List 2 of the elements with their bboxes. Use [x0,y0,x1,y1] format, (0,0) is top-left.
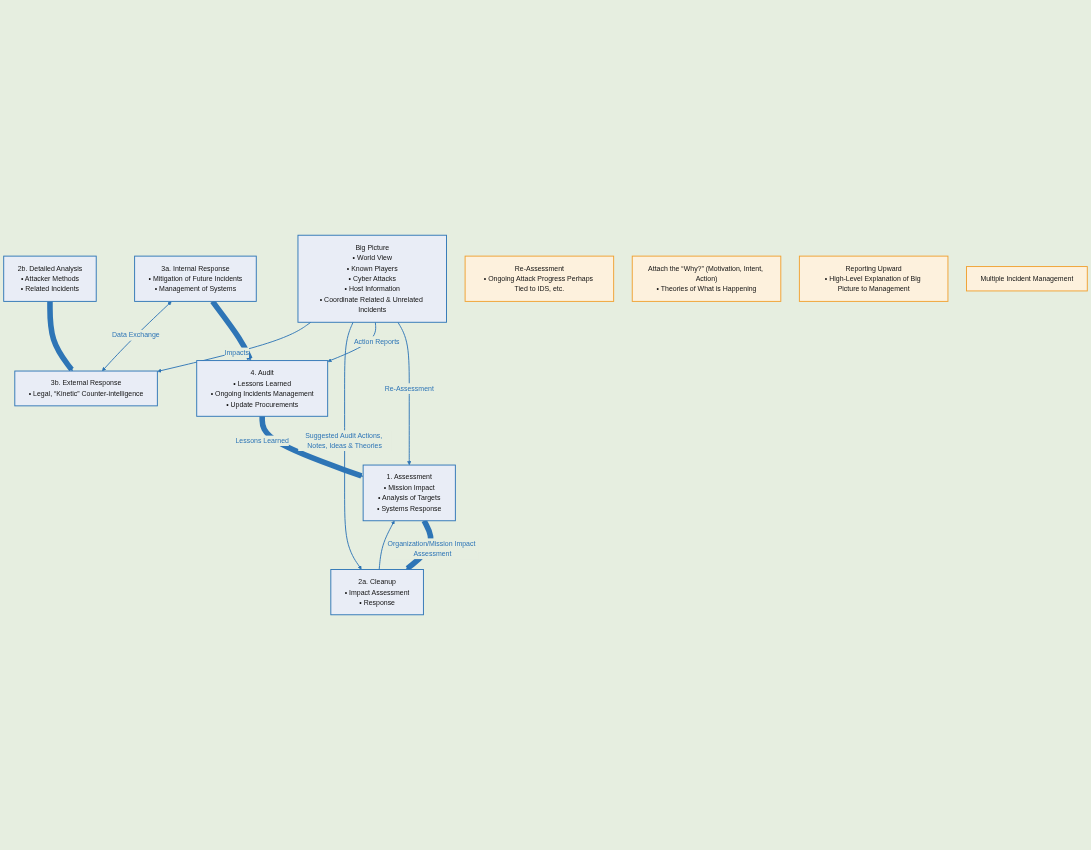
arrow [259,416,364,479]
arrow [47,301,74,372]
